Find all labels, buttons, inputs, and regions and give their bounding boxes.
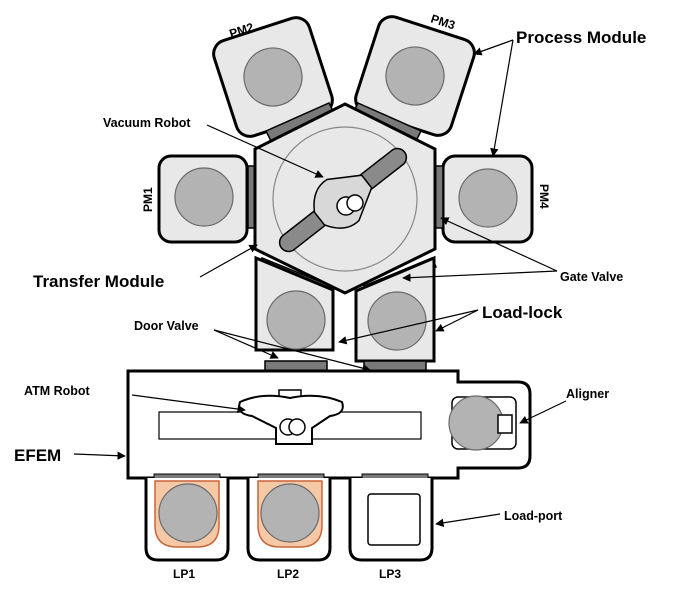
aligner (448, 395, 517, 451)
load-port-lp3 (348, 473, 434, 562)
load-lock-left (254, 255, 335, 352)
lp1-label: LP1 (173, 567, 195, 581)
pm1-label: PM1 (141, 187, 155, 212)
load-lock-label: Load-lock (482, 303, 563, 322)
lp2-label: LP2 (277, 567, 299, 581)
vacuum-robot (278, 147, 408, 253)
door-valve-label: Door Valve (134, 319, 199, 333)
process-module-pm4 (441, 154, 534, 244)
vacuum-robot-label: Vacuum Robot (103, 116, 191, 130)
load-lock-right (354, 255, 436, 363)
atm-robot (238, 389, 344, 445)
process-module-pm3 (354, 15, 476, 137)
gate-valve-label: Gate Valve (560, 270, 623, 284)
process-module-label: Process Module (516, 28, 646, 47)
process-module-pm1 (157, 154, 249, 244)
efem-label: EFEM (14, 446, 61, 465)
pm4-label: PM4 (537, 184, 551, 209)
load-port-label: Load-port (504, 509, 563, 523)
process-module-pm2 (212, 16, 334, 138)
aligner-label: Aligner (566, 387, 609, 401)
transfer-module-label: Transfer Module (33, 272, 164, 291)
load-port-lp2 (246, 473, 332, 562)
leader-arrows (73, 39, 567, 527)
lp3-label: LP3 (379, 567, 401, 581)
atm-robot-label: ATM Robot (24, 384, 91, 398)
load-port-lp1 (144, 473, 230, 562)
